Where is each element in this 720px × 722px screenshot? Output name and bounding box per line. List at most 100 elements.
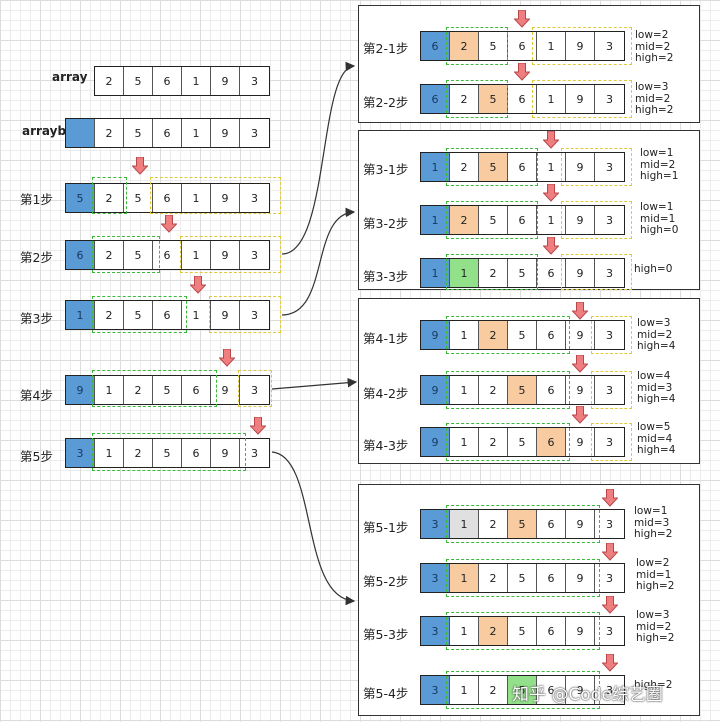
- step-4-label: 第4步: [20, 388, 53, 403]
- step-2-1-label: 第2-1步: [363, 41, 409, 56]
- array-cell: 2: [95, 184, 124, 212]
- step-3-3-notes: high=0: [634, 263, 672, 276]
- array-cell: 5: [124, 241, 153, 269]
- pointer-note: high=4: [637, 340, 676, 352]
- array-cell: 6: [537, 564, 566, 592]
- array-cell: 5: [508, 510, 537, 538]
- pointer-note: high=4: [637, 444, 676, 456]
- array-cell: 6: [153, 184, 182, 212]
- array-cell: 5: [124, 184, 153, 212]
- pointer-note: high=2: [634, 528, 673, 540]
- unsorted-region: [180, 236, 281, 273]
- array-cell: 2: [479, 676, 508, 704]
- array-cell: 1: [182, 119, 211, 147]
- array-cell: 9: [211, 301, 240, 329]
- array-cell: 1: [95, 439, 124, 467]
- sorted-region: [92, 296, 187, 333]
- array-cell: 5: [479, 32, 508, 60]
- array-cell: 3: [421, 564, 450, 592]
- array-cell: 6: [537, 510, 566, 538]
- array-cell: 5: [508, 321, 537, 349]
- array-cell: 2: [479, 617, 508, 645]
- array-cell: 9: [211, 184, 240, 212]
- array-cell: 5: [508, 259, 537, 287]
- array-cell: 5: [508, 376, 537, 404]
- array-cell: 5: [479, 153, 508, 181]
- array-cell: 9: [566, 153, 595, 181]
- array-cell: 6: [537, 321, 566, 349]
- array-cell: 2: [450, 206, 479, 234]
- pointer-arrow-icon: [572, 302, 588, 320]
- pointer-arrow-icon: [543, 237, 559, 255]
- sorted-region: [446, 559, 600, 597]
- pointer-arrow-icon: [602, 654, 618, 672]
- pointer-note: low=4: [637, 370, 671, 382]
- unsorted-region: [591, 423, 632, 461]
- array-cell: 5: [508, 564, 537, 592]
- array-cell: 9: [566, 510, 595, 538]
- array-cell: 1: [450, 428, 479, 456]
- array-cell: 9: [66, 376, 95, 404]
- array-cell: 9: [211, 439, 240, 467]
- array-cell: 1: [182, 67, 211, 95]
- array-cell: 3: [595, 32, 624, 60]
- array-cell: 3: [240, 439, 269, 467]
- array-cell: 5: [153, 439, 182, 467]
- step-3-2-label: 第3-2步: [363, 216, 409, 231]
- array-cell: 2: [479, 259, 508, 287]
- array-cell: 2: [95, 119, 124, 147]
- unsorted-region: [591, 371, 632, 409]
- sorted-region: [446, 671, 600, 709]
- pointer-note: high=2: [636, 632, 675, 644]
- array-cell: 6: [537, 676, 566, 704]
- array-cell: 3: [595, 153, 624, 181]
- array-cell: 9: [566, 85, 595, 113]
- array-cell: 1: [421, 259, 450, 287]
- array-cell: 6: [508, 153, 537, 181]
- array-cell: 3: [240, 184, 269, 212]
- pointer-note: mid=1: [640, 212, 676, 225]
- array-cell: 5: [153, 376, 182, 404]
- pointer-note: low=5: [637, 421, 671, 433]
- array-cell: 5: [66, 184, 95, 212]
- array-cell: 9: [566, 617, 595, 645]
- array-cell: 2: [450, 85, 479, 113]
- array-cell: 5: [124, 119, 153, 147]
- array-cell: 1: [421, 153, 450, 181]
- array-cell: 9: [211, 376, 240, 404]
- array-cell: 3: [595, 321, 624, 349]
- array-cell: 2: [450, 153, 479, 181]
- array-cell: 9: [421, 376, 450, 404]
- array-cell: 2: [479, 510, 508, 538]
- connector-step2: [281, 61, 356, 255]
- sorted-region: [92, 370, 217, 407]
- pointer-arrow-icon: [543, 184, 559, 202]
- sorted-region: [446, 316, 570, 354]
- connector-step4: [271, 377, 358, 390]
- array-cell: 1: [450, 259, 479, 287]
- pointer-arrow-icon: [190, 276, 206, 294]
- array-cell: 2: [450, 32, 479, 60]
- array-cell: 6: [66, 241, 95, 269]
- array-cell: 1: [182, 184, 211, 212]
- pointer-arrow-icon: [514, 63, 530, 81]
- pointer-arrow-icon: [572, 406, 588, 424]
- array-cell: 5: [124, 67, 153, 95]
- array-cell: 9: [211, 241, 240, 269]
- sorted-region: [92, 433, 246, 471]
- connector-step5: [271, 451, 356, 606]
- pointer-note: low=2: [635, 29, 669, 41]
- pointer-note: high=1: [640, 170, 679, 182]
- array-cell: 5: [508, 676, 537, 704]
